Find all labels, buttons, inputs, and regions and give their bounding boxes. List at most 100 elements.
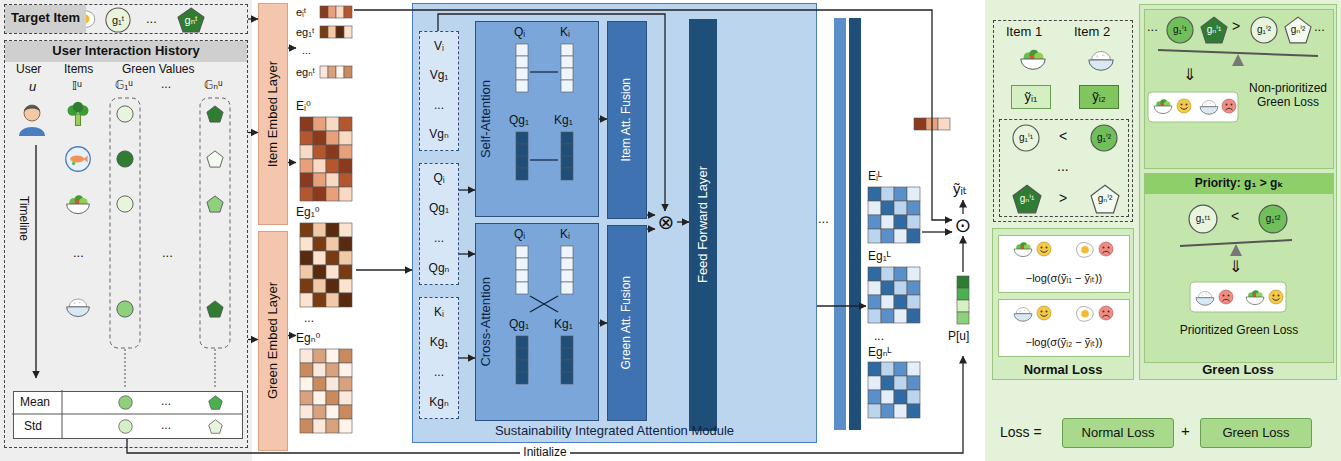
vector-cell [868,267,881,281]
vector-cell [957,288,969,300]
green-token: g₁ⁱ² [1250,16,1278,44]
vector-cell [561,348,573,360]
vector-cell [313,349,326,363]
vector-cell [339,223,352,237]
green-token: gₙⁱ¹ [1012,184,1042,214]
vector-cell [300,187,313,201]
vector-cell [561,144,573,156]
vector-cell [300,363,313,377]
vector-cell [339,391,352,405]
use-element [207,196,223,212]
label-text: ... [161,395,171,409]
vector-cell [516,156,528,168]
vector-cell [516,44,528,56]
vector-cell [516,270,528,282]
circle-element [106,8,130,32]
vector-cell [339,159,352,173]
vector-cell [339,279,352,293]
vector-cell [868,281,881,295]
vector-cell [320,6,328,18]
vector-cell [907,215,920,229]
vector-cell [339,377,352,391]
polygon-element [1091,185,1119,213]
vector-cell [516,282,528,294]
vector-cell [561,44,573,56]
connector [288,47,296,48]
node-text: Normal Loss [993,363,1133,378]
vector-cell [561,156,573,168]
vector-cell [516,68,528,80]
rect-element [834,18,846,430]
label-text: ... [1314,20,1325,35]
label-text: Qᵢ [514,26,525,40]
vector-cell [907,187,920,201]
use-element [1219,290,1233,304]
green-token: gₙᵗ [177,7,205,33]
label-text: Kᵢ [560,26,570,40]
vector-cell [881,362,894,376]
vector-cell [907,309,920,323]
vector-cell [561,270,573,282]
vector-cell [339,349,352,363]
node-text: Egₙ⁰ [296,332,320,346]
vector-cell [300,279,313,293]
connector [248,132,258,133]
vector-cell [326,405,339,419]
vector-cell [313,265,326,279]
connector [459,189,475,190]
node-text: gₙⁱ¹ [1020,193,1035,205]
vector-cell [326,117,339,131]
node-text: Qgₙ [429,262,450,276]
vector-cell [881,229,894,243]
node-text: ... [1057,158,1069,174]
line-element [1180,240,1292,246]
vector-cell [326,187,339,201]
vector-cell [313,293,326,307]
vector-cell [516,144,528,156]
embedding-group: EᵢᴸEg₁ᴸ...Egₙᴸ [866,170,922,442]
node-text: Item 2 [1074,25,1110,40]
connector [288,162,296,163]
node-text: < [1059,128,1067,144]
vector-cell [907,376,920,390]
label-text: 𝔾₁ᵘ [115,79,133,93]
label-text: 𝔾ₙᵘ [204,79,223,93]
vector-cell [516,168,528,180]
label-text: > [1232,18,1240,34]
vector-cell [300,145,313,159]
vector-cell [320,66,328,78]
vector-cell [868,309,881,323]
rect-element [200,98,230,348]
input-column: KᵢKg₁...Kgₙ [419,297,459,419]
vector-cell [868,404,881,418]
node-text: ⊗ [658,211,675,234]
label-text: ... [818,212,829,227]
vector-cell [868,215,881,229]
green-token: gₙⁱ¹ [1200,16,1228,44]
vector-cell [868,229,881,243]
use-element [209,420,223,434]
vector-cell [894,404,907,418]
vector-cell [300,391,313,405]
vector-cell [907,201,920,215]
rect-element [110,98,140,348]
node-text: Cross-Attention [479,277,494,367]
vector-cell [313,377,326,391]
vector-cell [907,362,920,376]
vector-cell [868,362,881,376]
vector-cell [868,295,881,309]
loss-term: Green Loss [1200,418,1312,448]
label-text: ... [161,419,171,433]
vector-cell [881,267,894,281]
node-text: ỹᵢ₁ [1025,90,1038,105]
use-element [207,106,223,122]
use-element [1089,52,1113,71]
node-text: gₙⁱ² [1098,193,1113,205]
label-text: Kᵢ [560,228,570,242]
embed-layer: Green Embed Layer [258,231,288,451]
node-text: Sustainability Integrated Attention Modu… [495,424,734,442]
node-text: Green Loss [1222,426,1289,441]
vector-cell [881,390,894,404]
vector-cell [328,26,336,38]
